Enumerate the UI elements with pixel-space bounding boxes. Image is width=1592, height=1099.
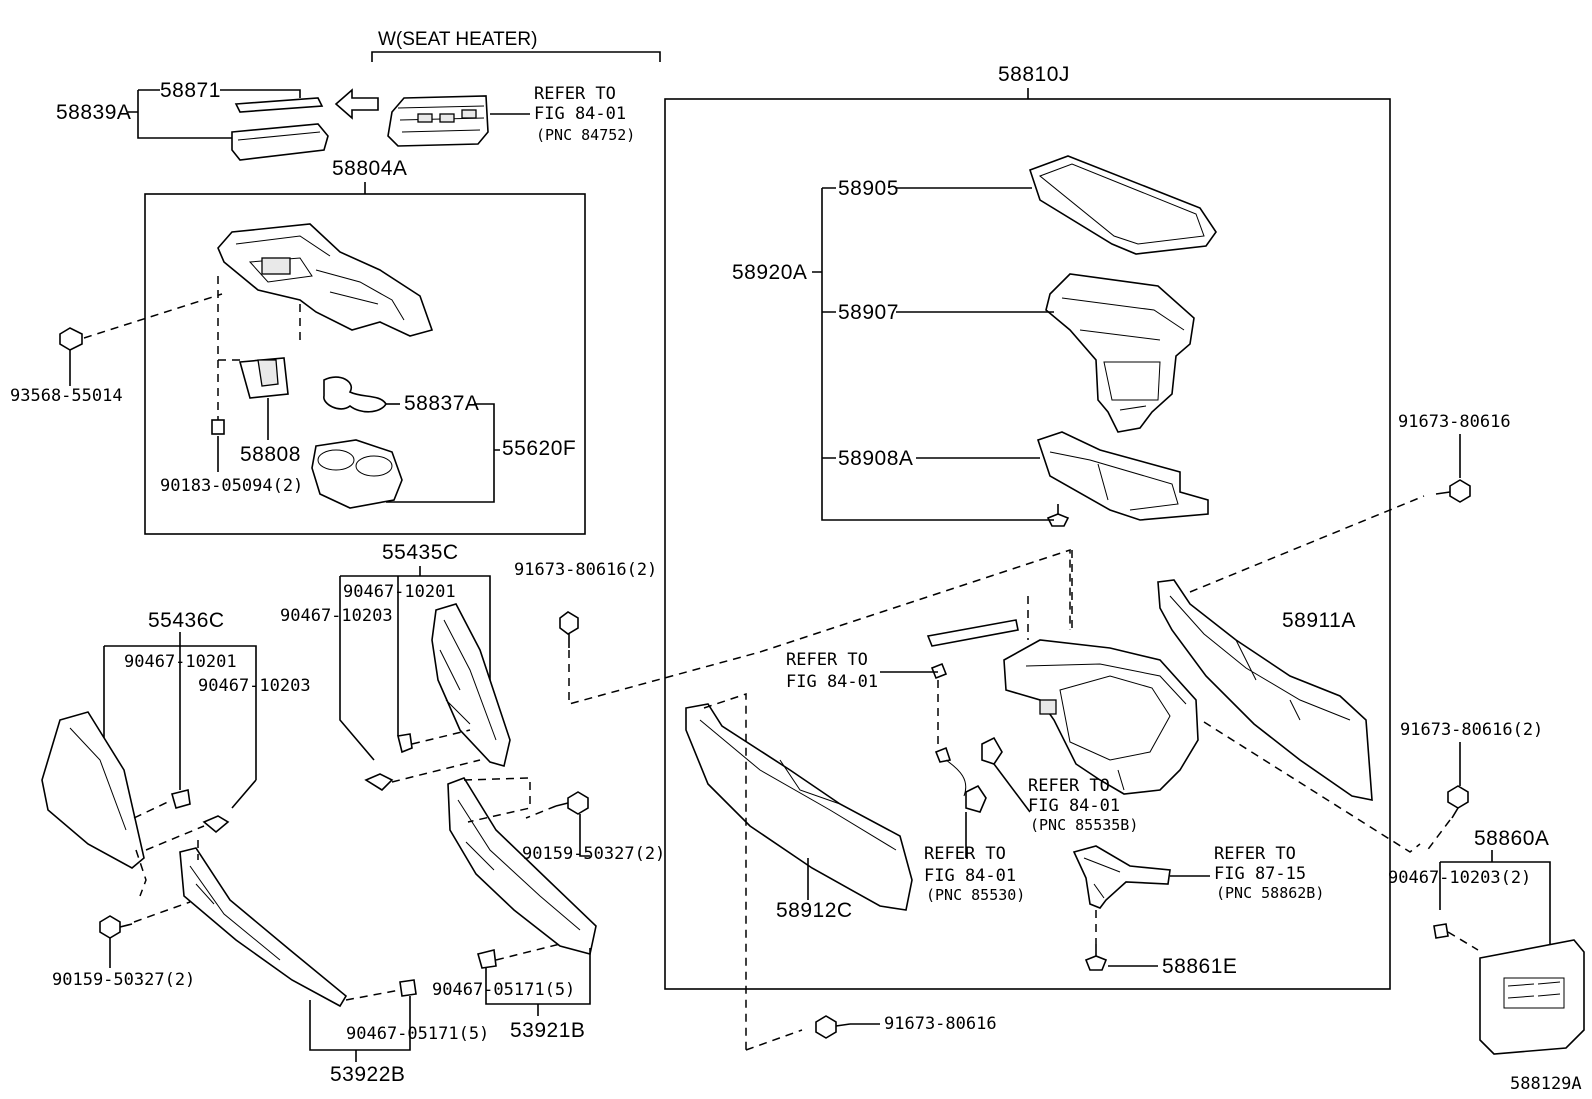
label-55436C: 55436C [148,609,225,632]
label-90159-50327-a: 90159-50327(2) [522,844,666,864]
figure-id: 588129A [1510,1074,1582,1094]
screw-91673-80616-2b-shape [1447,785,1469,819]
label-58911A: 58911A [1282,609,1356,632]
part-58905-shape [1028,155,1217,255]
label-refer-c-1: REFER TO [924,844,1006,864]
screw-91673-80616-r1-shape [1435,479,1471,503]
part-58839A-shape [231,123,329,161]
clip-90467-10201-b-shape [171,789,191,809]
label-refer-seat-2: FIG 84-01 [534,104,627,124]
label-93568-55014: 93568-55014 [10,386,123,406]
label-refer-b-3: (PNC 85535B) [1030,816,1139,834]
label-refer-a-1: REFER TO [786,650,868,670]
label-91673-80616-2a: 91673-80616(2) [514,560,658,580]
clip-90183-shape [211,419,225,435]
label-refer-b-1: REFER TO [1028,776,1110,796]
label-90467-10203-a: 90467-10203 [280,606,393,626]
label-refer-d-2: FIG 87-15 [1214,864,1307,884]
label-53922B: 53922B [330,1063,406,1086]
label-90183-05094: 90183-05094(2) [160,476,304,496]
label-58905: 58905 [838,177,899,200]
label-58912C: 58912C [776,899,853,922]
clip-90467-05171-b-shape [399,979,417,997]
label-58907: 58907 [838,301,899,324]
label-91673-80616-r1: 91673-80616 [1398,412,1511,432]
clip-90467-10203-b-shape [202,815,230,834]
screw-93568-shape [59,327,83,364]
label-refer-b-2: FIG 84-01 [1028,796,1121,816]
console-body-shape [1003,639,1199,795]
label-58804A: 58804A [332,157,408,180]
part-58804A-shape [217,223,434,337]
label-58808: 58808 [240,443,301,466]
label-refer-c-3: (PNC 85530) [926,886,1026,904]
screw-58908A-shape [1046,504,1070,527]
label-58871: 58871 [160,79,221,102]
screw-90159-50327-a-shape [555,791,589,815]
label-55435C: 55435C [382,541,459,564]
clip-90467-10203-2-shape [1433,923,1449,939]
part-53922B-shape [179,847,348,1008]
label-refer-c-2: FIG 84-01 [924,866,1017,886]
part-58911A-shape [1157,579,1373,801]
label-90467-10203-b: 90467-10203 [198,676,311,696]
label-58837A: 58837A [404,392,480,415]
label-58860A: 58860A [1474,827,1550,850]
label-58908A: 58908A [838,447,914,470]
clip-90467-05171-a-shape [477,949,497,969]
label-w-seat-heater: W(SEAT HEATER) [378,29,538,50]
part-58860A-shape [1479,939,1585,1055]
screw-90159-50327-b-shape [99,915,133,939]
label-90159-50327-b: 90159-50327(2) [52,970,196,990]
part-58908A-shape [1036,431,1209,521]
label-refer-seat-3: (PNC 84752) [536,126,636,144]
label-91673-80616-b: 91673-80616 [884,1014,997,1034]
part-58871-shape [234,97,324,113]
label-53921B: 53921B [510,1019,586,1042]
part-58912C-shape [685,703,913,911]
console-strip-shape [926,619,1019,647]
screw-58861E-shape [1084,944,1108,971]
seat-heater-bracket-line [371,51,661,62]
part-55435C-shape [431,603,511,768]
label-90467-05171-a: 90467-05171(5) [432,980,576,1000]
clip-90467-10203-a-shape [364,773,394,792]
screw-91673-80616-2a-shape [559,611,579,648]
bracket-58862B-shape [1072,845,1171,909]
label-refer-d-1: REFER TO [1214,844,1296,864]
label-58810J: 58810J [998,63,1070,86]
label-55620F: 55620F [502,437,577,460]
label-refer-seat-1: REFER TO [534,84,616,104]
label-90467-10201-b: 90467-10201 [124,652,237,672]
label-refer-a-2: FIG 84-01 [786,672,879,692]
part-58837A-shape [323,376,387,413]
label-91673-80616-2b: 91673-80616(2) [1400,720,1544,740]
label-58920A: 58920A [732,261,808,284]
label-90467-10203-2: 90467-10203(2) [1388,868,1532,888]
screw-91673-80616-b-shape [815,1015,851,1039]
label-refer-d-3: (PNC 58862B) [1216,884,1325,902]
part-55620F-shape [311,439,403,509]
label-58839A: 58839A [56,101,132,124]
seat-heater-switch [387,95,489,147]
wire-harness-shape [930,662,1003,813]
label-58861E: 58861E [1162,955,1238,978]
part-55436C-shape [41,711,145,869]
part-58907-shape [1045,273,1195,433]
label-90467-05171-b: 90467-05171(5) [346,1024,490,1044]
left-arrow-icon [334,88,379,120]
label-90467-10201-a: 90467-10201 [343,582,456,602]
clip-90467-10201-a-shape [397,733,413,754]
